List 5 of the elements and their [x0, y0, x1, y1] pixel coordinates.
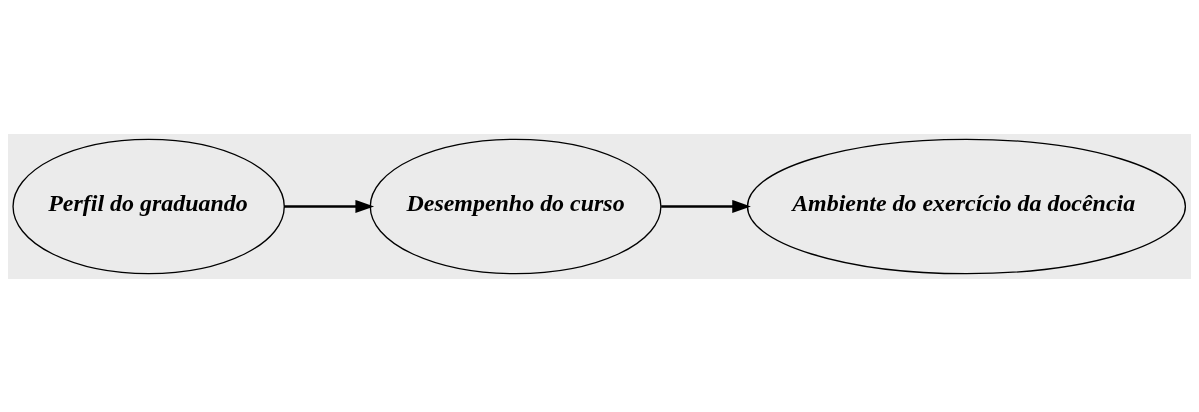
- arrow: [284, 199, 375, 213]
- node-ellipse: Perfil do graduando: [12, 138, 285, 274]
- node-ellipse: Ambiente do exercício da docência: [746, 138, 1187, 274]
- node-ellipse: Desempenho do curso: [369, 138, 662, 274]
- arrow: [661, 199, 751, 213]
